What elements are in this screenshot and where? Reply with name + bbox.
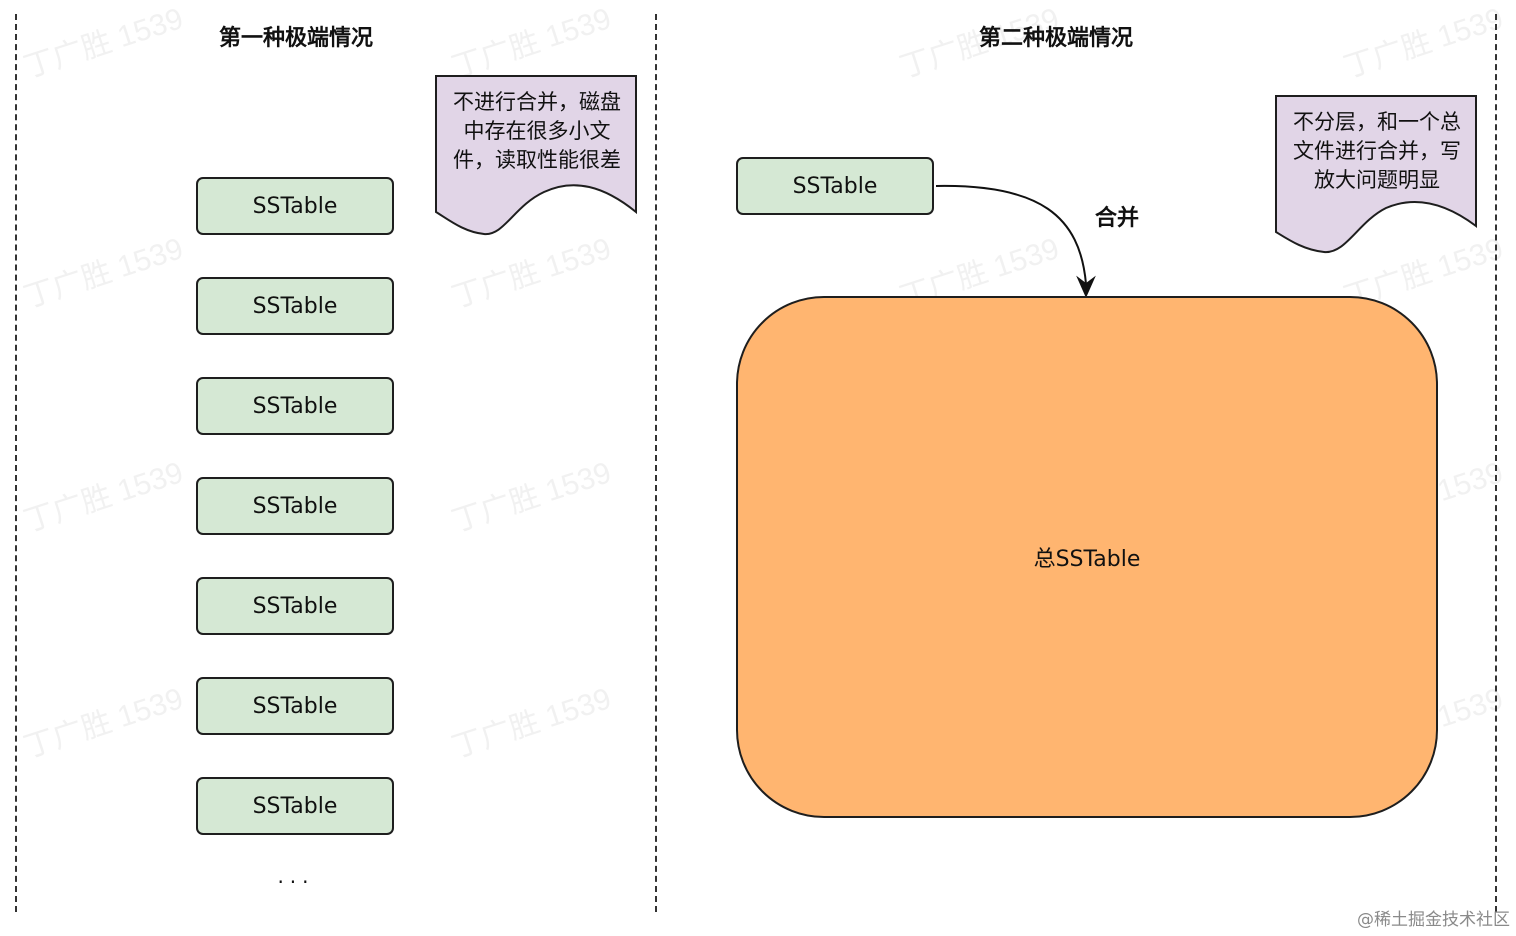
center-divider [655,14,657,912]
left-edge-divider [15,14,17,912]
sstable-box: SSTable [196,177,394,235]
left-panel-title: 第一种极端情况 [218,26,373,51]
watermark: 丁广胜 1539 [20,232,188,315]
right-edge-divider [1495,14,1497,912]
merge-arrow [935,184,1096,298]
ellipsis: ... [277,864,315,888]
sstable-source-box: SSTable [736,157,934,215]
watermark: 丁广胜 1539 [448,682,616,765]
left-note: 不进行合并，磁盘 中存在很多小文 件，读取性能很差 [436,88,638,175]
sstable-box: SSTable [196,377,394,435]
right-note-shape [1275,95,1477,254]
left-note-shape [435,75,637,236]
right-note: 不分层，和一个总 文件进行合并，写 放大问题明显 [1276,108,1478,195]
right-note-line: 放大问题明显 [1314,168,1440,192]
sstable-box: SSTable [196,577,394,635]
right-panel-title: 第二种极端情况 [978,26,1133,51]
sstable-box: SSTable [196,677,394,735]
source-credit: @稀土掘金技术社区 [1357,910,1510,930]
sstable-box: SSTable [196,477,394,535]
sstable-box: SSTable [196,277,394,335]
watermark: 丁广胜 1539 [448,456,616,539]
sstable-box: SSTable [196,777,394,835]
right-note-line: 文件进行合并，写 [1293,139,1461,163]
total-sstable-box: 总SSTable [736,296,1438,818]
left-note-line: 件，读取性能很差 [453,148,621,172]
watermark: 丁广胜 1539 [20,682,188,765]
left-note-line: 不进行合并，磁盘 [453,90,621,114]
right-note-line: 不分层，和一个总 [1293,110,1461,134]
left-note-line: 中存在很多小文 [463,119,611,143]
merge-label: 合并 [1094,206,1139,231]
watermark: 丁广胜 1539 [1340,2,1508,85]
watermark: 丁广胜 1539 [20,456,188,539]
